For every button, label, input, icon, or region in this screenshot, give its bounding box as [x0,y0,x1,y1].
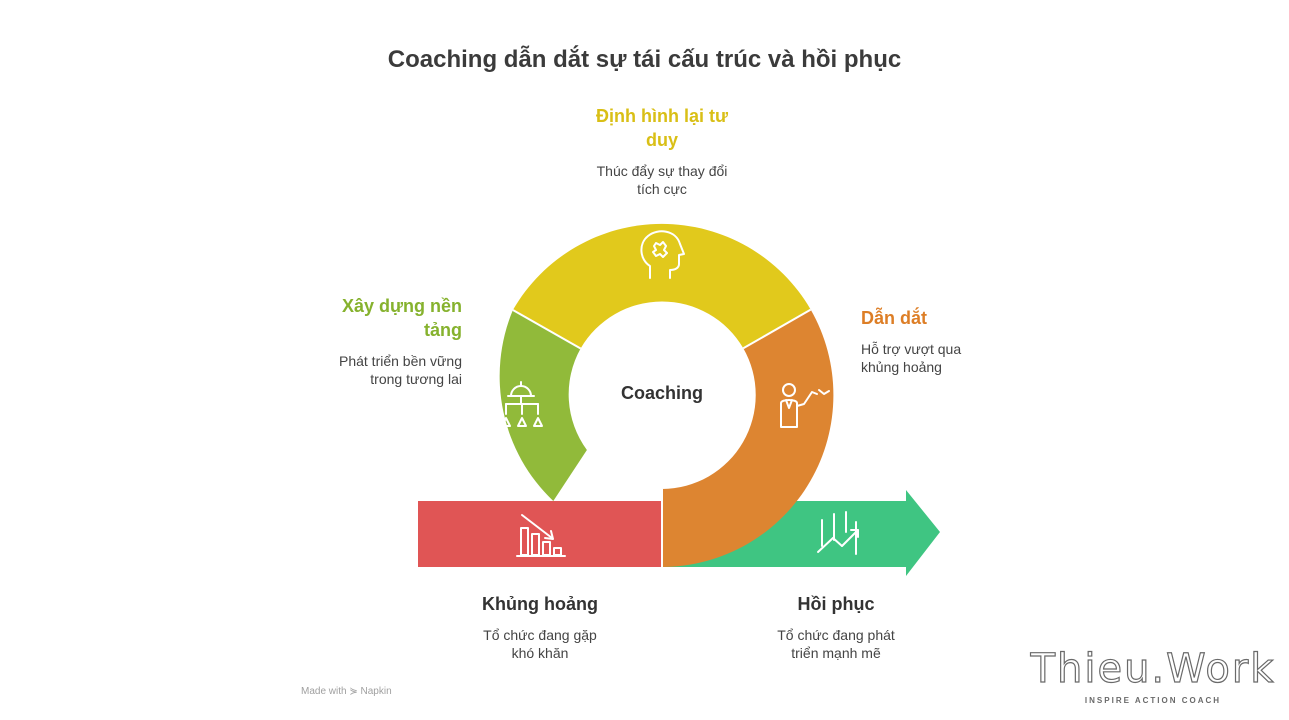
stage-lead: Dẫn dắt Hỗ trợ vượt qua khủng hoảng [861,306,981,376]
stage-foundation: Xây dựng nền tảng Phát triển bền vững tr… [322,294,462,388]
stage-recovery-desc: Tổ chức đang phát triển mạnh mẽ [777,627,895,661]
ring-segment-foundation [499,310,587,501]
chart-down-icon [516,514,566,557]
stage-crisis-title: Khủng hoảng [482,594,598,614]
brand-tagline: INSPIRE ACTION COACH [1084,696,1222,705]
stage-lead-desc: Hỗ trợ vượt qua khủng hoảng [861,341,962,375]
chart-up-icon [817,511,859,555]
diagram-title: Coaching dẫn dắt sự tái cấu trúc và hồi … [387,46,902,73]
stage-reshape: Định hình lại tư duy Thúc đẩy sự thay đổ… [580,104,744,198]
stage-crisis-desc: Tổ chức đang gặp khó khăn [483,627,597,661]
hardhat-network-icon [501,381,543,427]
ring-segment-reshape [512,223,811,349]
stage-crisis: Khủng hoảng Tổ chức đang gặp khó khăn [465,592,615,662]
brand-name: Thieu.Work [1030,645,1276,692]
stage-foundation-desc: Phát triển bền vững trong tương lai [338,353,462,387]
ring-segment-lead [662,309,834,567]
stage-recovery-title: Hồi phục [797,594,875,614]
stage-recovery: Hồi phục Tổ chức đang phát triển mạnh mẽ [758,592,914,662]
brand-logo: Thieu.Work INSPIRE ACTION COACH [1028,645,1278,705]
stage-lead-title: Dẫn dắt [861,308,928,328]
made-with-napkin: Made with ⋟ Napkin [301,686,392,697]
stage-reshape-title: Định hình lại tư duy [595,106,729,150]
presenter-icon [780,383,830,428]
center-label: Coaching [620,383,703,403]
stage-reshape-desc: Thúc đẩy sự thay đổi tích cực [596,163,728,197]
stage-foundation-title: Xây dựng nền tảng [341,296,462,340]
head-puzzle-icon [640,230,685,279]
